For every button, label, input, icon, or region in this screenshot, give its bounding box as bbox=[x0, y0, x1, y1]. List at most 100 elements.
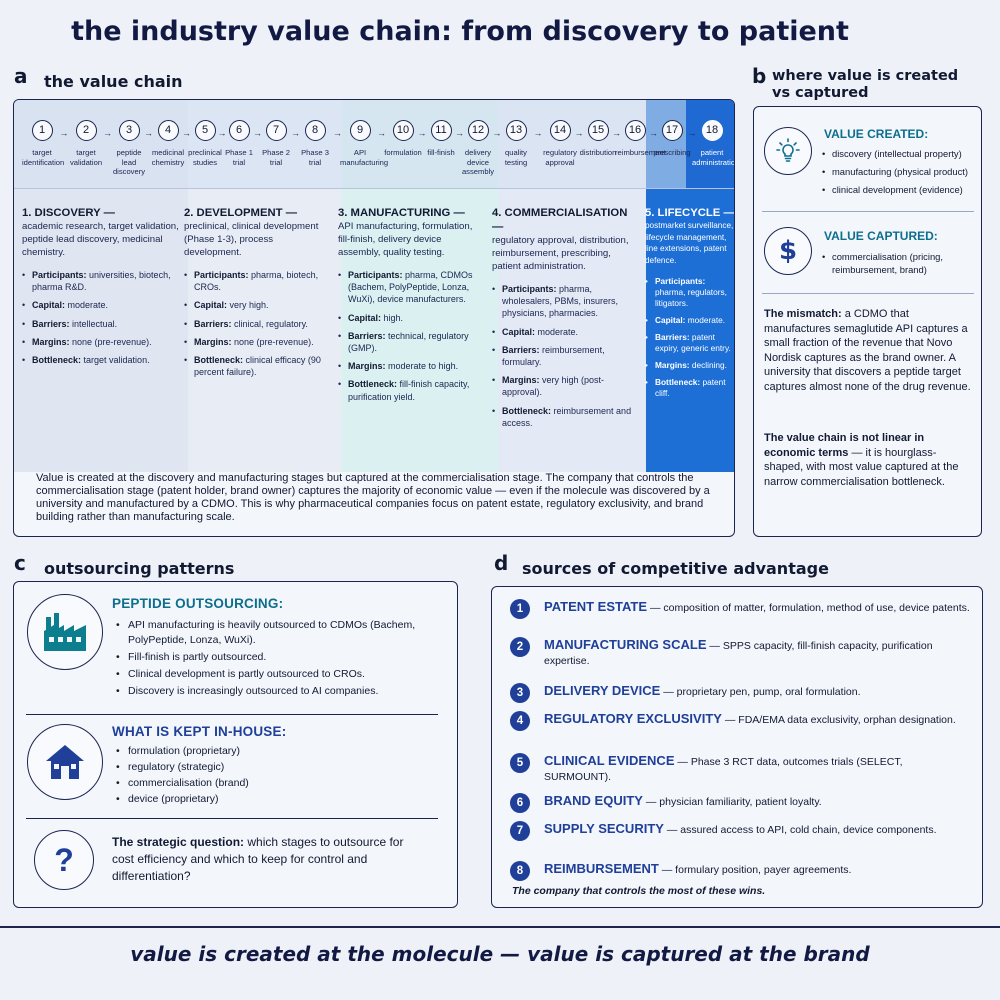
panel-d-title: sources of competitive advantage bbox=[522, 559, 829, 578]
step-label: regulatory approval bbox=[543, 148, 577, 167]
advantage-text: — formulary position, payer agreements. bbox=[661, 864, 852, 876]
outsourcing-panel: PEPTIDE OUTSOURCING: API manufacturing i… bbox=[13, 581, 458, 908]
advantage-text: — FDA/EMA data exclusivity, orphan desig… bbox=[724, 714, 956, 726]
step-arrow: → bbox=[182, 128, 191, 138]
inhouse-head: WHAT IS KEPT IN-HOUSE: bbox=[112, 724, 287, 739]
stage-discovery-desc: academic research, target validation, pe… bbox=[22, 221, 179, 258]
list-item: formulation (proprietary) bbox=[116, 744, 416, 759]
step-label: distribution bbox=[579, 148, 617, 157]
stage-development-participants: Participants: pharma, biotech, CROs. bbox=[184, 269, 322, 293]
stage-manufacturing: 3. MANUFACTURING — API manufacturing, fo… bbox=[332, 206, 490, 409]
value-chain-summary: Value is created at the discovery and ma… bbox=[36, 472, 710, 523]
stage-manufacturing-participants: Participants: pharma, CDMOs (Bachem, Pol… bbox=[338, 269, 484, 306]
value-chain-step: 17 prescribing bbox=[652, 100, 692, 158]
step-number: 5 bbox=[194, 120, 216, 141]
stage-development-margins: Margins: none (pre-revenue). bbox=[184, 336, 322, 348]
step-label: patient administration bbox=[692, 148, 735, 167]
advantage-item: 8 REIMBURSEMENT — formulary position, pay… bbox=[510, 861, 970, 881]
advantage-head: REIMBURSEMENT bbox=[544, 861, 659, 876]
stage-lifecycle-barriers: Barriers: patent expiry, generic entry. bbox=[645, 332, 734, 354]
advantage-number: 2 bbox=[510, 637, 530, 657]
step-label: Phase 1 trial bbox=[225, 148, 253, 167]
stage-lifecycle-participants: Participants: pharma, regulators, litiga… bbox=[645, 276, 734, 309]
advantage-head: REGULATORY EXCLUSIVITY bbox=[544, 711, 722, 726]
step-number: 2 bbox=[75, 120, 97, 141]
list-item: Clinical development is partly outsource… bbox=[116, 667, 436, 682]
step-label: reimbursement bbox=[615, 148, 666, 157]
stage-discovery-barriers: Barriers: intellectual. bbox=[22, 318, 180, 330]
step-number: 8 bbox=[304, 120, 326, 141]
advantage-text: — composition of matter, formulation, me… bbox=[649, 602, 970, 614]
panel-b-letter: b bbox=[752, 64, 767, 88]
stage-development-head: 2. DEVELOPMENT — bbox=[184, 207, 297, 219]
advantage-head: PATENT ESTATE bbox=[544, 599, 648, 614]
step-number: 6 bbox=[228, 120, 250, 141]
step-arrow: → bbox=[533, 128, 543, 138]
step-number: 12 bbox=[467, 120, 489, 141]
step-label: target validation bbox=[69, 148, 103, 167]
footer-tagline: value is created at the molecule — value… bbox=[130, 942, 870, 966]
value-created-head: VALUE CREATED: bbox=[824, 127, 929, 141]
step-label: Phase 2 trial bbox=[262, 148, 290, 167]
stage-development-desc: preclinical, clinical development (Phase… bbox=[184, 221, 319, 258]
step-arrow: → bbox=[574, 128, 584, 138]
advantage-item: 4 REGULATORY EXCLUSIVITY — FDA/EMA data e… bbox=[510, 711, 970, 731]
advantage-head: CLINICAL EVIDENCE bbox=[544, 753, 675, 768]
dollar-icon: $ bbox=[764, 227, 812, 275]
list-item: commercialisation (pricing, reimbursemen… bbox=[822, 250, 977, 276]
panel-a-title: the value chain bbox=[44, 72, 183, 91]
value-chain-step: 10 formulation bbox=[383, 100, 423, 158]
advantage-head: MANUFACTURING SCALE bbox=[544, 637, 707, 652]
step-number: 17 bbox=[661, 120, 683, 141]
advantage-number: 5 bbox=[510, 753, 530, 773]
stage-discovery-participants: Participants: universities, biotech, pha… bbox=[22, 269, 180, 293]
panel-d-letter: d bbox=[494, 551, 509, 575]
advantage-text: — Phase 3 RCT data, outcomes trials (SEL… bbox=[544, 756, 903, 783]
step-arrow: → bbox=[417, 128, 427, 138]
stage-lifecycle-margins: Margins: declining. bbox=[645, 360, 734, 371]
factory-icon bbox=[27, 594, 103, 670]
step-number: 7 bbox=[265, 120, 287, 141]
stage-development-barriers: Barriers: clinical, regulatory. bbox=[184, 318, 322, 330]
stage-lifecycle-head: 5. LIFECYCLE — bbox=[645, 207, 735, 219]
step-label: formulation bbox=[384, 148, 422, 157]
value-chain-step: 15 distribution bbox=[578, 100, 618, 158]
step-number: 4 bbox=[157, 120, 179, 141]
panel-b-title: where value is created vs captured bbox=[772, 68, 959, 101]
stage-commercialisation-desc: regulatory approval, distribution, reimb… bbox=[492, 235, 629, 272]
step-label: Phase 3 trial bbox=[301, 148, 329, 167]
list-item: clinical development (evidence) bbox=[822, 183, 977, 196]
stage-commercialisation-head: 4. COMMERCIALISATION — bbox=[492, 207, 628, 233]
step-number: 10 bbox=[392, 120, 414, 141]
value-captured-head: VALUE CAPTURED: bbox=[824, 229, 938, 243]
advantage-number: 3 bbox=[510, 683, 530, 703]
advantage-number: 8 bbox=[510, 861, 530, 881]
step-arrow: → bbox=[59, 128, 69, 138]
advantage-number: 4 bbox=[510, 711, 530, 731]
list-item: discovery (intellectual property) bbox=[822, 147, 977, 160]
nonlinear-text: The value chain is not linear in economi… bbox=[764, 432, 959, 488]
house-icon bbox=[27, 724, 103, 800]
stage-commercialisation: 4. COMMERCIALISATION — regulatory approv… bbox=[486, 206, 646, 435]
stage-commercialisation-margins: Margins: very high (post-approval). bbox=[492, 374, 640, 398]
advantage-text: — SPPS capacity, fill-finish capacity, p… bbox=[544, 640, 933, 667]
step-number: 15 bbox=[587, 120, 609, 141]
stage-discovery-bottleneck: Bottleneck: target validation. bbox=[22, 354, 180, 366]
list-item: commercialisation (brand) bbox=[116, 776, 416, 791]
value-created-captured-panel: VALUE CREATED: discovery (intellectual p… bbox=[753, 106, 982, 537]
list-item: Discovery is increasingly outsourced to … bbox=[116, 684, 436, 699]
step-label: prescribing bbox=[653, 148, 691, 157]
step-arrow: → bbox=[377, 128, 386, 138]
